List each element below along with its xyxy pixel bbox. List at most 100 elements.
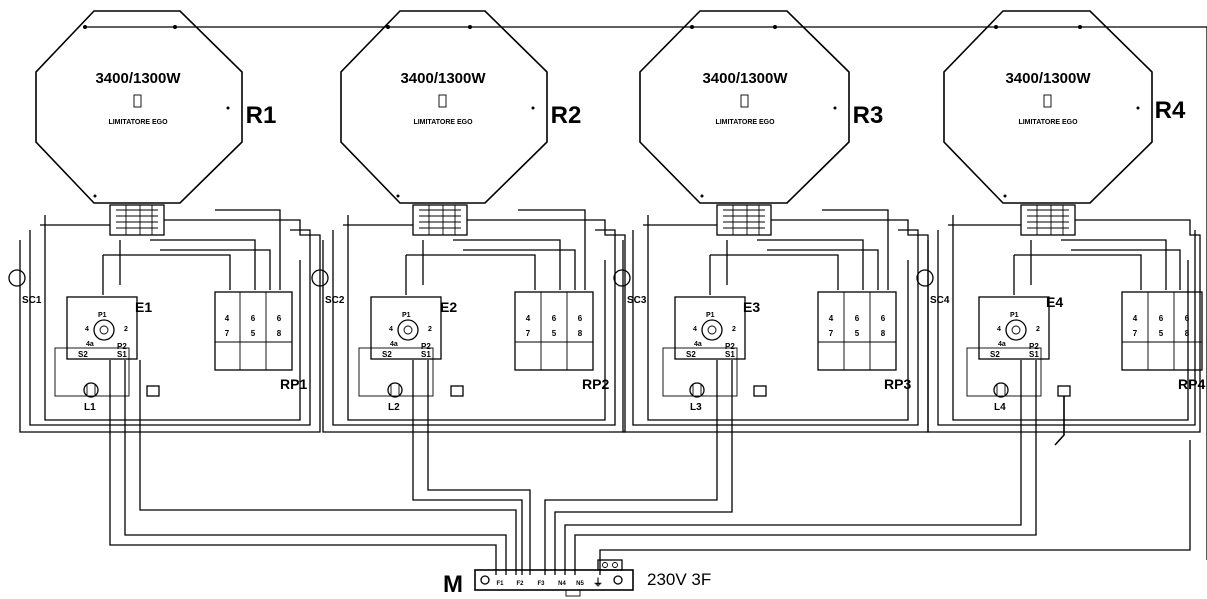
element-terminal-dot [833, 106, 837, 110]
inner-wire-loop [332, 229, 616, 426]
relay-terminal: 4 [526, 314, 531, 323]
wire-run [40, 215, 301, 421]
heating-zone-4: 3400/1300W LIMITATORE EGO R4 SC4 E4 P1 4… [564, 10, 1205, 575]
ground-screw-housing [597, 559, 623, 571]
hob-element-outline [943, 10, 1153, 204]
wire-run [643, 215, 909, 421]
small-connector [753, 385, 767, 397]
relay-panel-label: RP1 [280, 376, 307, 392]
hob-element-outline [639, 10, 850, 204]
small-connector [1057, 385, 1071, 397]
relay-terminal: 8 [1185, 329, 1190, 338]
bus-junction [1078, 25, 1082, 29]
terminal-n5: N5 [576, 581, 584, 587]
limiter-symbol [133, 94, 142, 108]
feed-cable [544, 360, 733, 575]
terminal-s2: S2 [78, 350, 88, 359]
terminal-s2: S2 [686, 350, 696, 359]
terminal-n4: N4 [558, 581, 566, 587]
relay-terminal: 7 [526, 329, 531, 338]
wire-run [1030, 239, 1167, 290]
regulator-knob-center [99, 325, 109, 335]
element-terminal-dot [690, 25, 694, 29]
power-rating-label: 3400/1300W [702, 70, 788, 87]
wire-run [1013, 254, 1142, 295]
limiter-label: LIMITATORE EGO [413, 119, 473, 126]
terminal-s2: S2 [990, 350, 1000, 359]
relay-terminal: 8 [578, 329, 583, 338]
bus-junction [773, 25, 777, 29]
lamp-symbol [83, 382, 99, 398]
small-connector [450, 385, 464, 397]
terminal-p1: P1 [706, 312, 715, 319]
element-terminal-dot [386, 25, 390, 29]
element-terminal-dot [994, 25, 998, 29]
lamp-label: L2 [388, 402, 400, 413]
relay-terminal: 7 [1133, 329, 1138, 338]
regulator-knob-center [707, 325, 717, 335]
relay-terminal: 6 [1185, 314, 1190, 323]
terminal-4a: 4a [390, 341, 398, 348]
element-connector [1020, 204, 1076, 236]
relay-terminal: 5 [1159, 329, 1164, 338]
wire-run [709, 254, 839, 295]
power-rating-label: 3400/1300W [1005, 70, 1091, 87]
power-rating-label: 3400/1300W [95, 70, 181, 87]
sensor-symbol [311, 269, 329, 287]
terminal-2: 2 [124, 326, 128, 333]
element-terminal-dot [93, 194, 97, 198]
limiter-label: LIMITATORE EGO [1018, 119, 1078, 126]
element-terminal-dot [700, 194, 704, 198]
element-terminal-dot [1003, 194, 1007, 198]
power-rating-label: 3400/1300W [400, 70, 486, 87]
relay-terminal: 5 [855, 329, 860, 338]
supply-voltage-label: 230V 3F [647, 570, 711, 589]
mounting-hole [613, 575, 623, 585]
heating-zone-2: 3400/1300W LIMITATORE EGO R2 SC2 E2 P1 4… [311, 10, 626, 575]
terminal-p1: P1 [98, 312, 107, 319]
terminal-s2: S2 [382, 350, 392, 359]
terminal-s1: S1 [1029, 350, 1039, 359]
outer-wire-loop [622, 219, 929, 433]
terminal-4a: 4a [86, 341, 94, 348]
relay-terminal: 8 [881, 329, 886, 338]
lamp-symbol [387, 382, 403, 398]
hob-element-outline [35, 10, 243, 204]
relay-panel-box [514, 291, 594, 371]
terminal-4a: 4a [694, 341, 702, 348]
heating-zone-1: 3400/1300W LIMITATORE EGO R1 SC1 E1 P1 4… [8, 10, 517, 575]
terminal-s1: S1 [421, 350, 431, 359]
energy-regulator-box [370, 296, 442, 360]
relay-terminal: 6 [855, 314, 860, 323]
energy-regulator-label: E4 [1046, 294, 1063, 310]
resistor-label: R3 [853, 102, 884, 129]
energy-regulator-label: E1 [135, 299, 152, 315]
energy-regulator-box [978, 296, 1050, 360]
sensor-symbol [916, 269, 934, 287]
relay-panel-box [214, 291, 293, 371]
regulator-knob-center [403, 325, 413, 335]
relay-terminal: 6 [552, 314, 557, 323]
terminal-s1: S1 [725, 350, 735, 359]
resistor-label: R4 [1155, 97, 1186, 124]
relay-panel-box [1121, 291, 1203, 371]
relay-panel-grid [215, 292, 292, 370]
terminal-4: 4 [997, 326, 1001, 333]
element-terminal-dot [226, 106, 230, 110]
sensor-symbol [613, 269, 631, 287]
regulator-knob [701, 319, 723, 341]
heating-zone-3: 3400/1300W LIMITATORE EGO R3 SC3 E3 P1 4… [544, 10, 929, 575]
bus-junction [468, 25, 472, 29]
relay-terminal: 6 [1159, 314, 1164, 323]
element-terminal-dot [396, 194, 400, 198]
wire-run [405, 254, 536, 295]
sensor-label: SC1 [22, 295, 42, 306]
terminal-2: 2 [1036, 326, 1040, 333]
limiter-label: LIMITATORE EGO [715, 119, 775, 126]
relay-terminal: 7 [225, 329, 230, 338]
limiter-symbol [438, 94, 447, 108]
sensor-label: SC2 [325, 295, 345, 306]
relay-terminal: 4 [829, 314, 834, 323]
relay-terminal: 6 [277, 314, 282, 323]
